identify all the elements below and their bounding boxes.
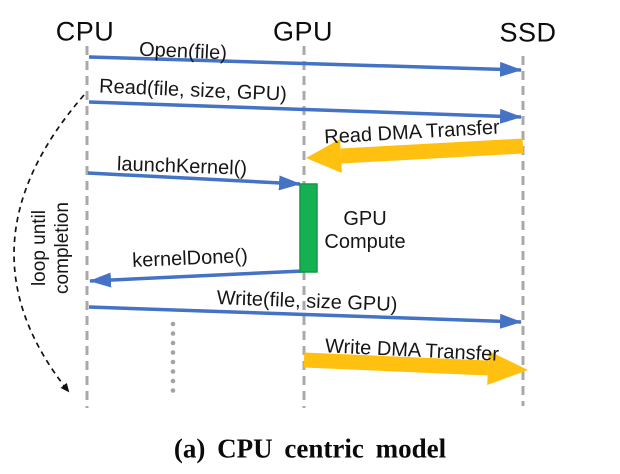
- read-arrow: [88, 100, 522, 124]
- write-dma-arrow: [303, 351, 528, 385]
- kernel-done-arrow: [89, 269, 304, 288]
- read-dma-arrow: [306, 138, 524, 173]
- gpu-compute-label: GPU Compute: [324, 208, 405, 254]
- gpu-compute-activation-bar: [299, 183, 318, 273]
- actor-gpu-label: GPU: [272, 16, 334, 47]
- actor-ssd-label: SSD: [499, 17, 557, 48]
- loop-back-curve: [13, 94, 85, 393]
- kernel-done-label: kernelDone(): [131, 245, 249, 272]
- gpu-compute-label-line1: GPU: [343, 208, 387, 230]
- gpu-compute-label-line2: Compute: [324, 231, 406, 253]
- loop-note-line2: completion: [52, 202, 73, 294]
- launch-kernel-arrow: [87, 171, 301, 191]
- open-message-label: Open(file): [138, 38, 228, 65]
- loop-until-completion-label: loop until completion: [28, 202, 74, 294]
- actor-cpu-label: CPU: [55, 16, 115, 47]
- open-arrow: [88, 55, 522, 77]
- figure-caption: (a) CPU centric model: [173, 433, 447, 464]
- write-arrow: [88, 305, 522, 329]
- launch-kernel-label: launchKernel(): [116, 153, 248, 180]
- continuation-ellipsis: [170, 321, 176, 393]
- loop-note-line1: loop until: [29, 209, 50, 287]
